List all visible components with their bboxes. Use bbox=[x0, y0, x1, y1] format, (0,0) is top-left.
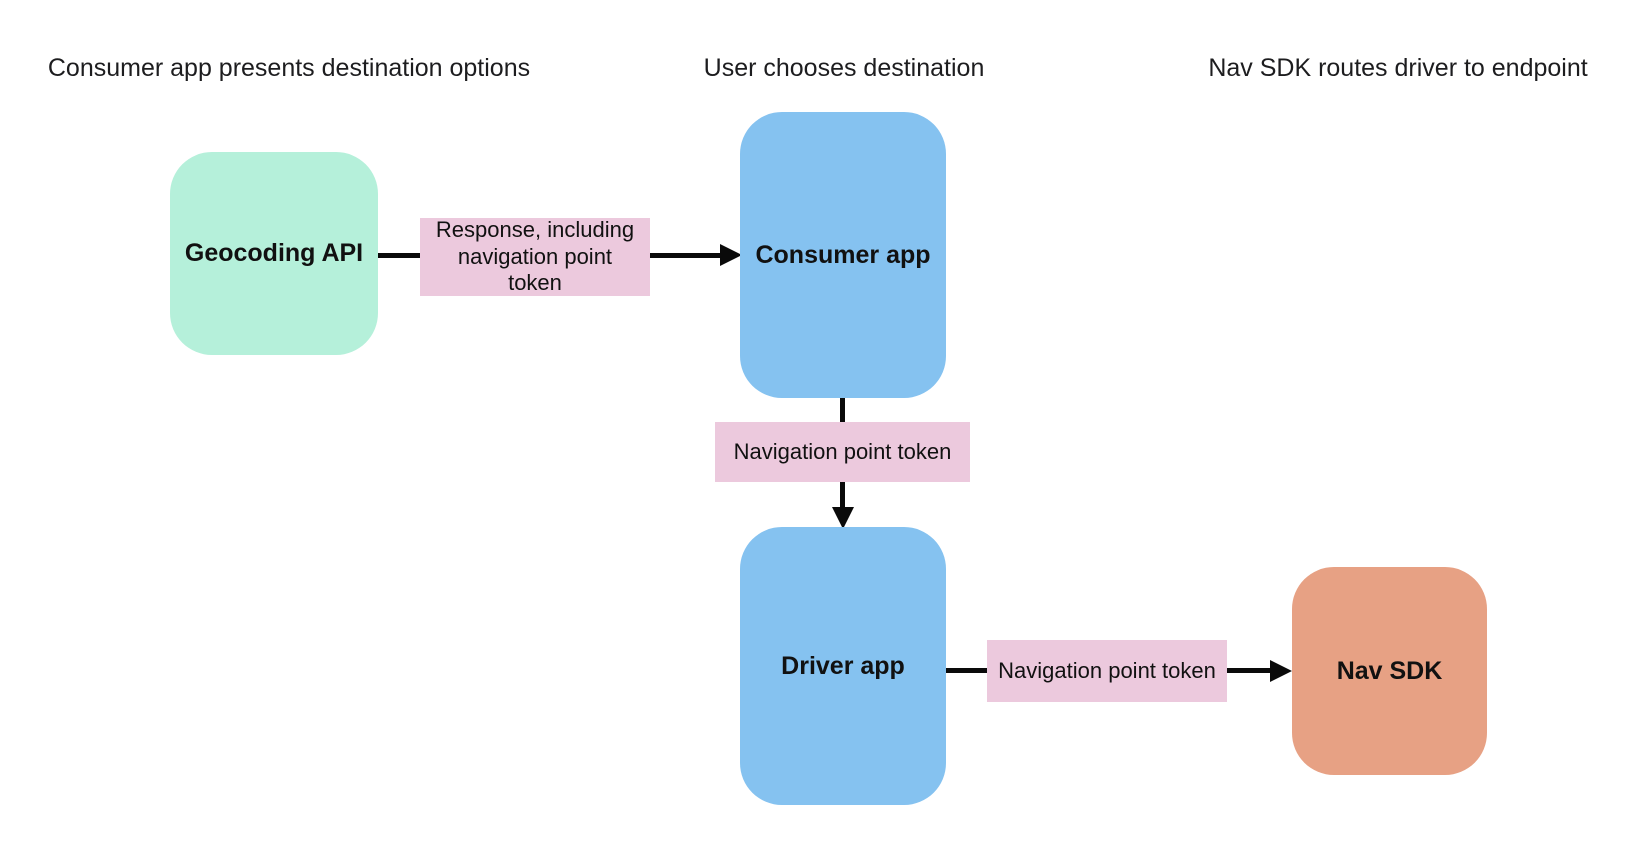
edge-label-navigation-point-token-2: Navigation point token bbox=[987, 640, 1227, 702]
arrowhead-into-nav-sdk bbox=[1270, 660, 1292, 682]
column-header-consumer-presents: Consumer app presents destination option… bbox=[47, 54, 531, 82]
arrowhead-into-driver-app bbox=[832, 507, 854, 529]
column-header-nav-sdk-routes: Nav SDK routes driver to endpoint bbox=[1208, 54, 1588, 82]
node-nav-sdk: Nav SDK bbox=[1292, 567, 1487, 775]
connector-token-label-to-driver bbox=[840, 482, 845, 508]
connector-token-label-to-nav-sdk bbox=[1227, 668, 1270, 673]
node-geocoding-api: Geocoding API bbox=[170, 152, 378, 355]
connector-consumer-to-token-label bbox=[840, 398, 845, 422]
edge-label-response-including-token: Response, including navigation point tok… bbox=[420, 217, 650, 296]
node-consumer-app: Consumer app bbox=[740, 112, 946, 398]
arrowhead-into-consumer-app bbox=[720, 244, 742, 266]
edge-label-navigation-point-token-1: Navigation point token bbox=[715, 422, 970, 482]
connector-geocoding-to-response-label bbox=[378, 253, 420, 258]
connector-driver-to-token-label bbox=[946, 668, 987, 673]
connector-response-label-to-consumer bbox=[650, 253, 720, 258]
column-header-user-chooses: User chooses destination bbox=[703, 54, 985, 82]
node-driver-app: Driver app bbox=[740, 527, 946, 805]
